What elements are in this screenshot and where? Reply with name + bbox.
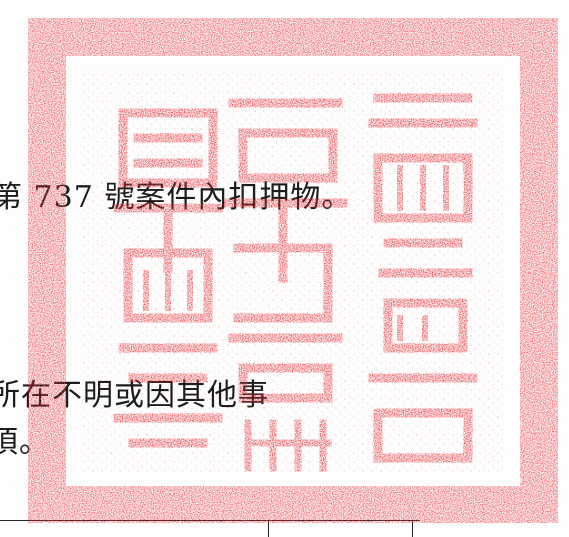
table-cell-divider [412,521,413,537]
document-text-line: 第 737 號案件內扣押物。 [0,180,353,215]
table-top-border [0,520,420,537]
document-text-line: 所在不明或因其他事 [0,378,269,413]
official-seal-stamp [28,18,558,523]
document-text-line: 須。 [0,425,50,460]
table-cell-divider [268,521,269,537]
